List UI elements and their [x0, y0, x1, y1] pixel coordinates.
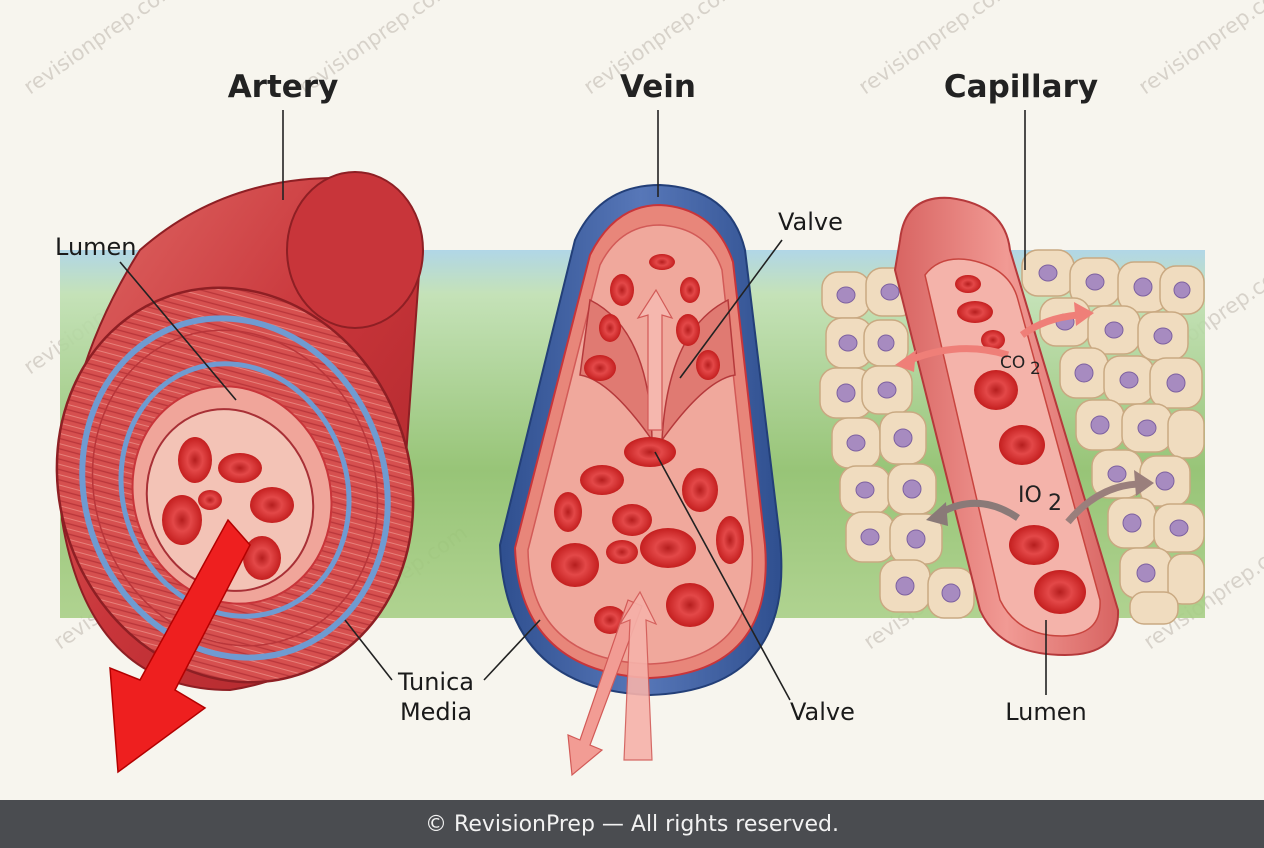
copyright-text: © RevisionPrep — All rights reserved. — [425, 811, 839, 837]
copyright-footer: © RevisionPrep — All rights reserved. — [0, 800, 1264, 848]
diagram-canvas: revisionprep.com revisionprep.com revisi… — [19, 0, 1264, 777]
watermark: revisionprep.com — [19, 0, 182, 99]
tunica-media-leader-vein — [483, 619, 541, 681]
co2-subscript: 2 — [1030, 359, 1041, 379]
o2-text: IO — [1018, 483, 1042, 508]
vein-valve-bottom-leader — [654, 451, 791, 701]
artery-lumen-label: Lumen — [55, 233, 137, 261]
artery-lumen-leader — [119, 261, 237, 401]
vein-illustration — [498, 183, 783, 777]
tunica-media-leader — [344, 619, 393, 681]
arterial-flow-arrow — [109, 518, 251, 774]
vein-valve-top-label: Valve — [778, 208, 843, 236]
artery-title: Artery — [228, 69, 339, 105]
co2-text: CO — [1000, 353, 1025, 373]
o2-label: IO 2 — [1018, 483, 1062, 516]
capillary-illustration — [819, 196, 1205, 657]
watermark: revisionprep.com — [1134, 0, 1264, 99]
tunica-media-label-line2: Media — [400, 698, 472, 726]
tunica-media-label-line1: Tunica — [397, 668, 474, 696]
vein-title: Vein — [620, 69, 696, 105]
capillary-lumen-label: Lumen — [1005, 698, 1087, 726]
capillary-title: Capillary — [944, 69, 1098, 105]
vein-valve-bottom-label: Valve — [790, 698, 855, 726]
o2-subscript: 2 — [1048, 491, 1062, 516]
artery-illustration — [55, 171, 424, 774]
venous-return-arrow — [618, 590, 658, 761]
co2-label: CO 2 — [1000, 353, 1041, 379]
vein-valve-top-leader — [679, 239, 783, 379]
